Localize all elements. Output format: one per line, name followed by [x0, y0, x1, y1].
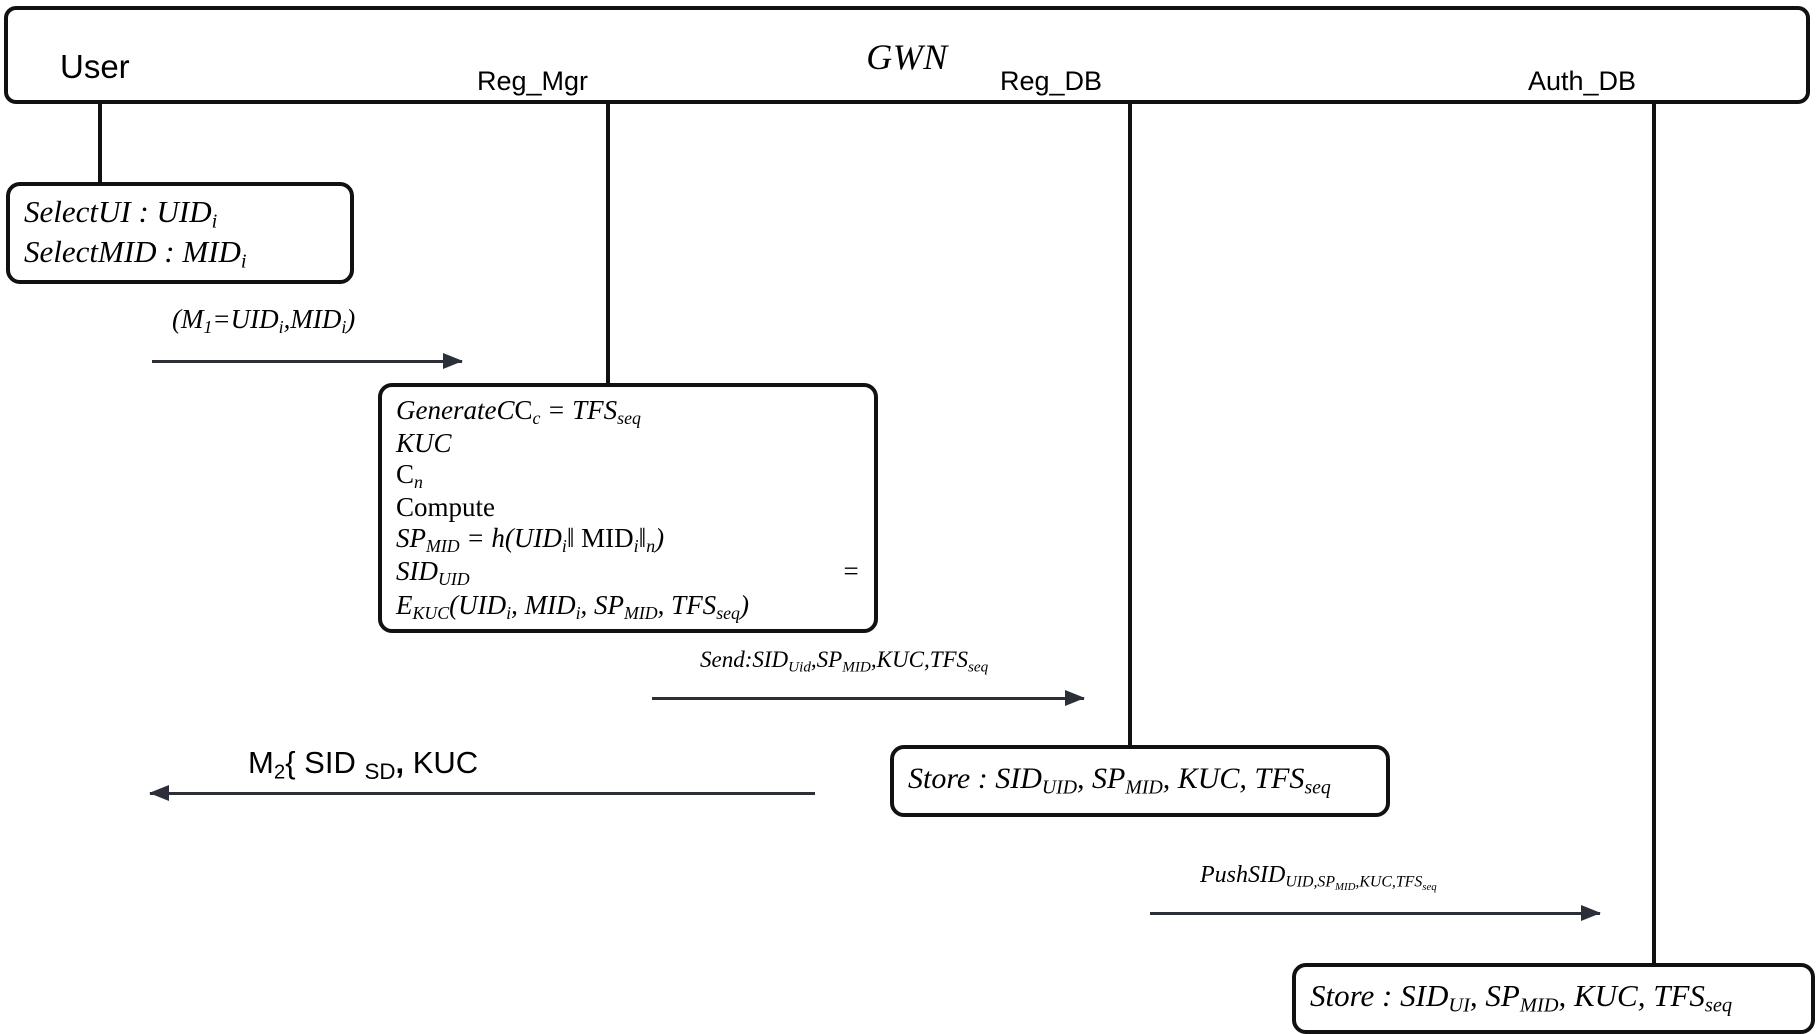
- lifeline-reg-mgr: [606, 104, 610, 388]
- compute-line-spmid: SPMID = h(UIDi‖ MIDi‖n): [396, 523, 665, 557]
- push-shaft: [1150, 912, 1600, 915]
- note-user-line-1: SelectUI : UIDi: [24, 194, 218, 233]
- m2-shaft: [150, 792, 815, 795]
- actor-label-user: User: [60, 48, 130, 85]
- message-m2-label: M2{ SID SD, KUC: [248, 745, 479, 785]
- auth-db-store-line: Store : SIDUI, SPMID, KUC, TFSseq: [1310, 978, 1733, 1018]
- m1-arrowhead: [443, 353, 463, 369]
- push-arrowhead: [1581, 905, 1601, 921]
- send-arrowhead: [1065, 690, 1085, 706]
- compute-line-compute: Compute: [396, 492, 495, 523]
- lifeline-user: [98, 104, 102, 188]
- compute-line-ekuc: EKUC(UIDi, MIDi, SPMID, TFSseq): [396, 589, 749, 623]
- actor-label-reg-mgr: Reg_Mgr: [477, 66, 589, 96]
- note-reg-mgr-compute: GenerateCCc = TFSseq KUC Cn Compute SPMI…: [378, 383, 878, 633]
- send-shaft: [652, 697, 1084, 700]
- compute-line-generate: GenerateCCc = TFSseq: [396, 395, 641, 428]
- message-m1-label: (M1=UIDi,MIDi): [172, 304, 356, 337]
- actor-label-reg-db: Reg_DB: [1000, 66, 1103, 96]
- message-send-label: Send:SIDUid,SPMID,KUC,TFSseq: [700, 647, 989, 676]
- note-auth-db-store: Store : SIDUI, SPMID, KUC, TFSseq: [1292, 963, 1815, 1034]
- reg-db-store-line: Store : SIDUID, SPMID, KUC, TFSseq: [908, 762, 1331, 799]
- gwn-actor-band: GWN: [4, 6, 1810, 104]
- compute-line-kuc: KUC: [396, 428, 452, 459]
- note-user-line-2: SelectMID : MIDi: [24, 234, 247, 273]
- m1-shaft: [152, 360, 462, 363]
- message-push-label: PushSIDUID,SPMID,KUC,TFSseq: [1200, 862, 1437, 894]
- lifeline-reg-db: [1128, 104, 1132, 752]
- gwn-title: GWN: [866, 37, 948, 77]
- compute-line-cn: Cn: [396, 459, 423, 493]
- actor-label-auth-db: Auth_DB: [1528, 66, 1637, 96]
- compute-line-siduid: SIDUID=: [396, 556, 860, 590]
- m2-arrowhead: [149, 785, 169, 801]
- note-user-select: SelectUI : UIDi SelectMID : MIDi: [6, 182, 354, 284]
- note-reg-db-store: Store : SIDUID, SPMID, KUC, TFSseq: [890, 745, 1390, 817]
- lifeline-auth-db: [1652, 104, 1656, 970]
